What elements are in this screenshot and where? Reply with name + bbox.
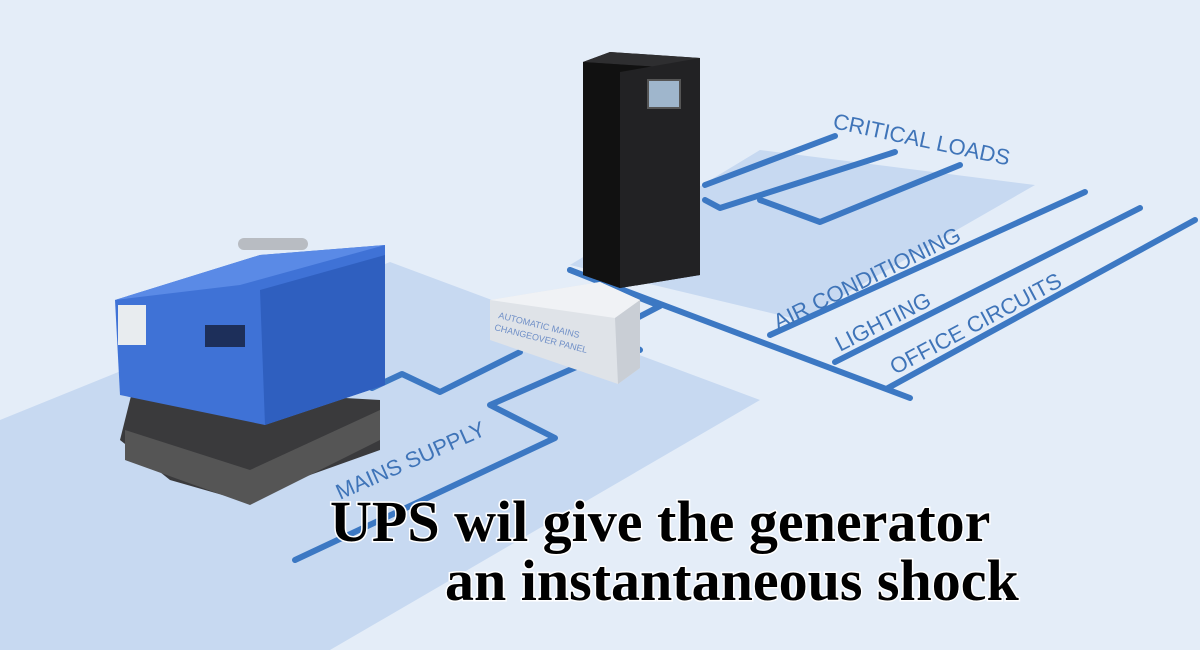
critical-loads-wire-3 [757, 162, 963, 225]
right-floor-platform [570, 150, 1035, 320]
caption-line-2: an instantaneous shock [445, 548, 1019, 613]
mains-supply-wire [292, 347, 618, 563]
critical-loads-wire-1 [702, 133, 838, 188]
lighting-wire [832, 205, 1143, 365]
critical-loads-wire-2 [702, 149, 898, 211]
changeover-panel: AUTOMATIC MAINS CHANGEOVER PANEL [490, 282, 640, 384]
caption-line-1: UPS wil give the generator [330, 489, 990, 554]
ups-cabinet [583, 52, 700, 288]
generator-to-panel-wire [369, 349, 523, 395]
main-bus-wire [567, 267, 913, 401]
office-circuits-wire [885, 217, 1198, 391]
air-conditioning-wire [767, 189, 1088, 338]
generator [115, 238, 385, 505]
